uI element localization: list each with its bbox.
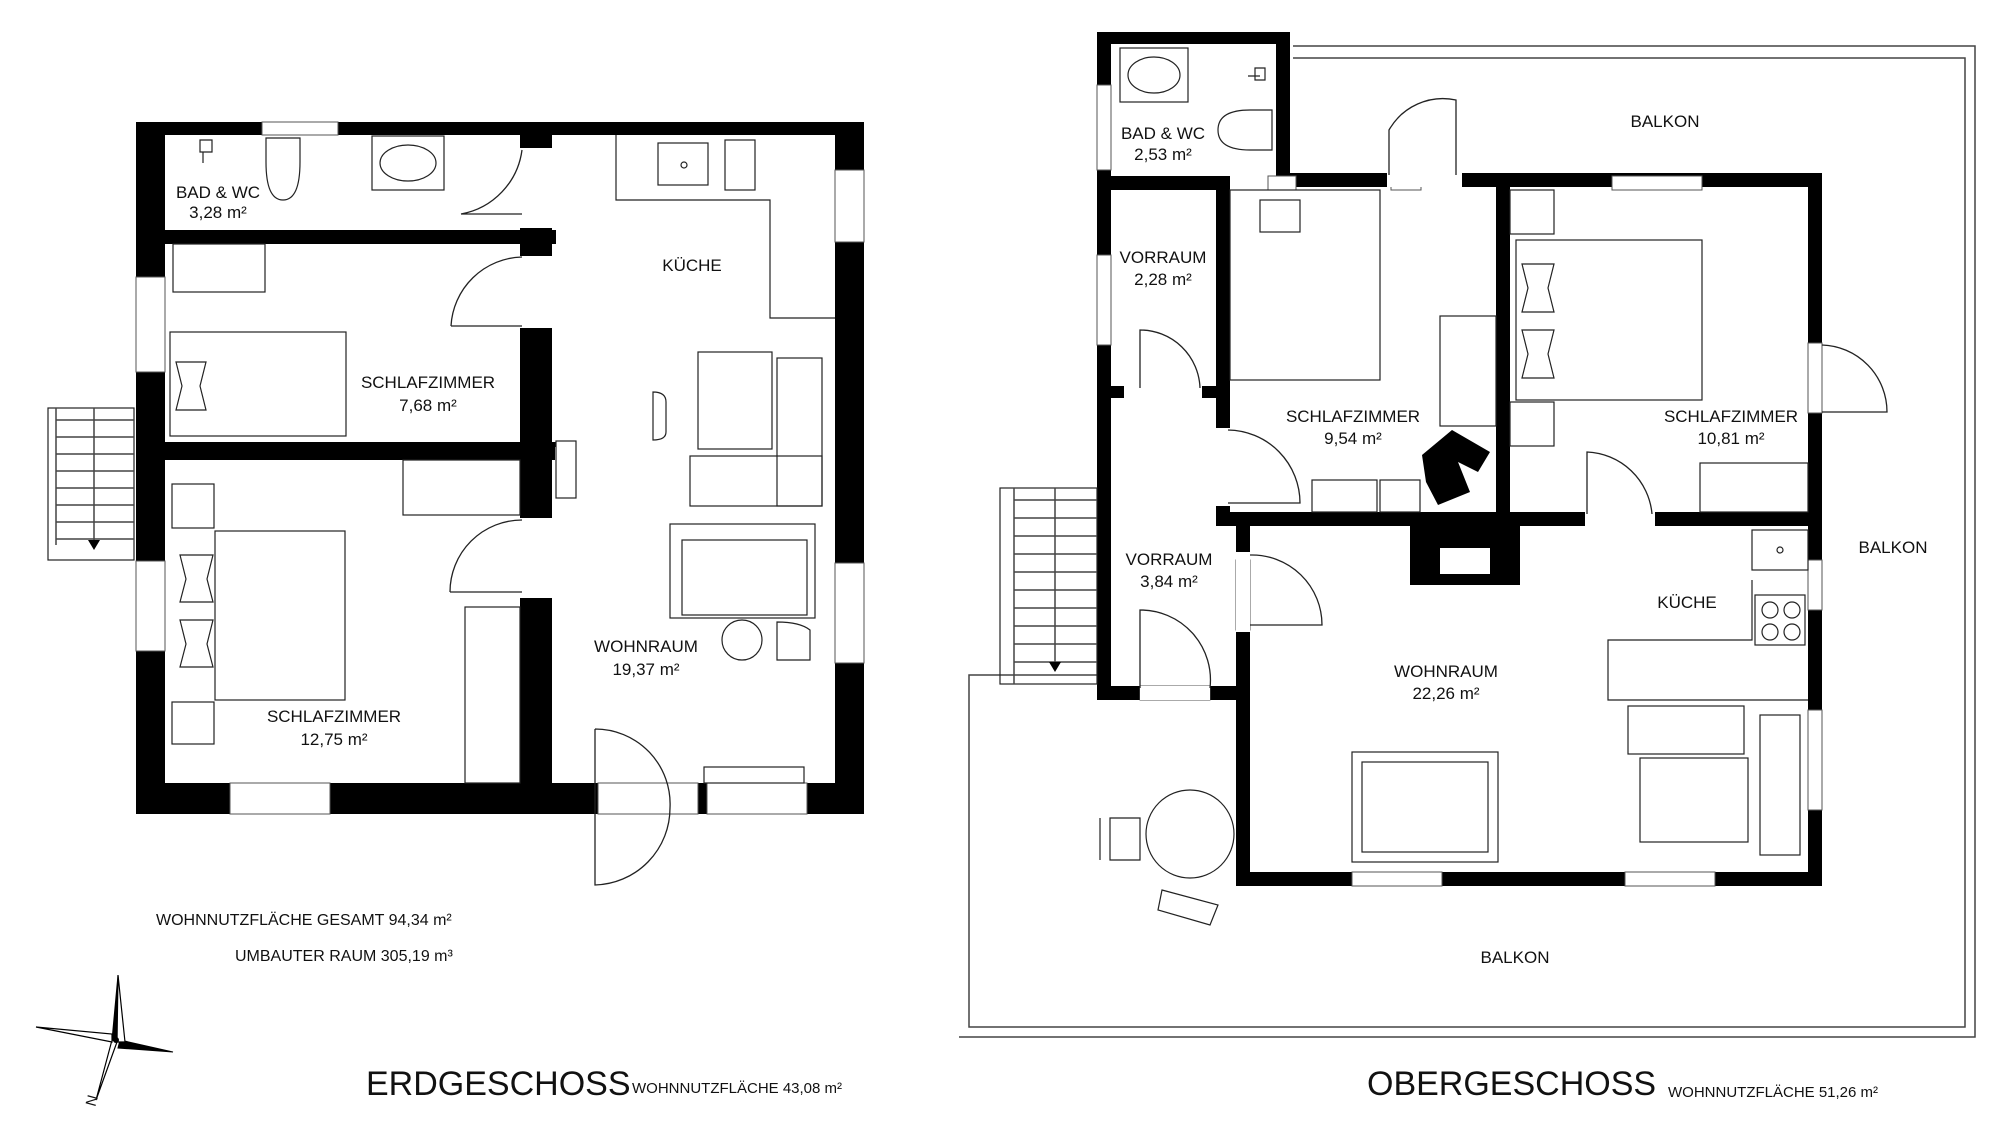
upper-room-label-bedroom-2: SCHLAFZIMMER [1664,407,1798,426]
compass-rose-icon [35,974,174,1101]
ground-floor-plan [47,121,865,886]
upper-room-label-balcony-north: BALKON [1631,112,1700,131]
upper-room-label-hall-top: VORRAUM [1120,248,1207,267]
upper-room-label-hall-bottom: VORRAUM [1126,550,1213,569]
room-label-kitchen: KÜCHE [662,256,722,275]
room-label-bedroom-small: SCHLAFZIMMER [361,373,495,392]
room-label-bath: BAD & WC [176,183,260,202]
room-area-living: 19,37 m² [612,660,679,679]
upper-room-area-hall-top: 2,28 m² [1134,270,1192,289]
ground-floor-title: ERDGESCHOSS [366,1065,631,1103]
total-volume: UMBAUTER RAUM 305,19 m³ [235,948,453,965]
room-area-bath: 3,28 m² [189,203,247,222]
upper-room-label-living: WOHNRAUM [1394,662,1498,681]
room-label-living: WOHNRAUM [594,637,698,656]
upper-room-label-balcony-south: BALKON [1481,948,1550,967]
upper-room-label-kitchen: KÜCHE [1657,593,1717,612]
ground-floor-area: WOHNNUTZFLÄCHE 43,08 m² [632,1080,842,1097]
upper-room-area-bedroom-1: 9,54 m² [1324,429,1382,448]
upper-room-area-bath: 2,53 m² [1134,145,1192,164]
upper-room-area-bedroom-2: 10,81 m² [1697,429,1764,448]
upper-room-label-balcony-east: BALKON [1859,538,1928,557]
upper-room-label-bath: BAD & WC [1121,124,1205,143]
upper-floor-area: WOHNNUTZFLÄCHE 51,26 m² [1668,1084,1878,1101]
upper-floor-plan [959,32,1976,1038]
room-area-bedroom-small: 7,68 m² [399,396,457,415]
room-label-bedroom-large: SCHLAFZIMMER [267,707,401,726]
compass-north-label: N [83,1093,102,1108]
room-area-bedroom-large: 12,75 m² [300,730,367,749]
total-living-area: WOHNNUTZFLÄCHE GESAMT 94,34 m² [156,911,452,929]
upper-floor-title: OBERGESCHOSS [1367,1065,1656,1103]
upper-room-label-bedroom-1: SCHLAFZIMMER [1286,407,1420,426]
upper-room-area-hall-bottom: 3,84 m² [1140,572,1198,591]
upper-room-area-living: 22,26 m² [1412,684,1479,703]
